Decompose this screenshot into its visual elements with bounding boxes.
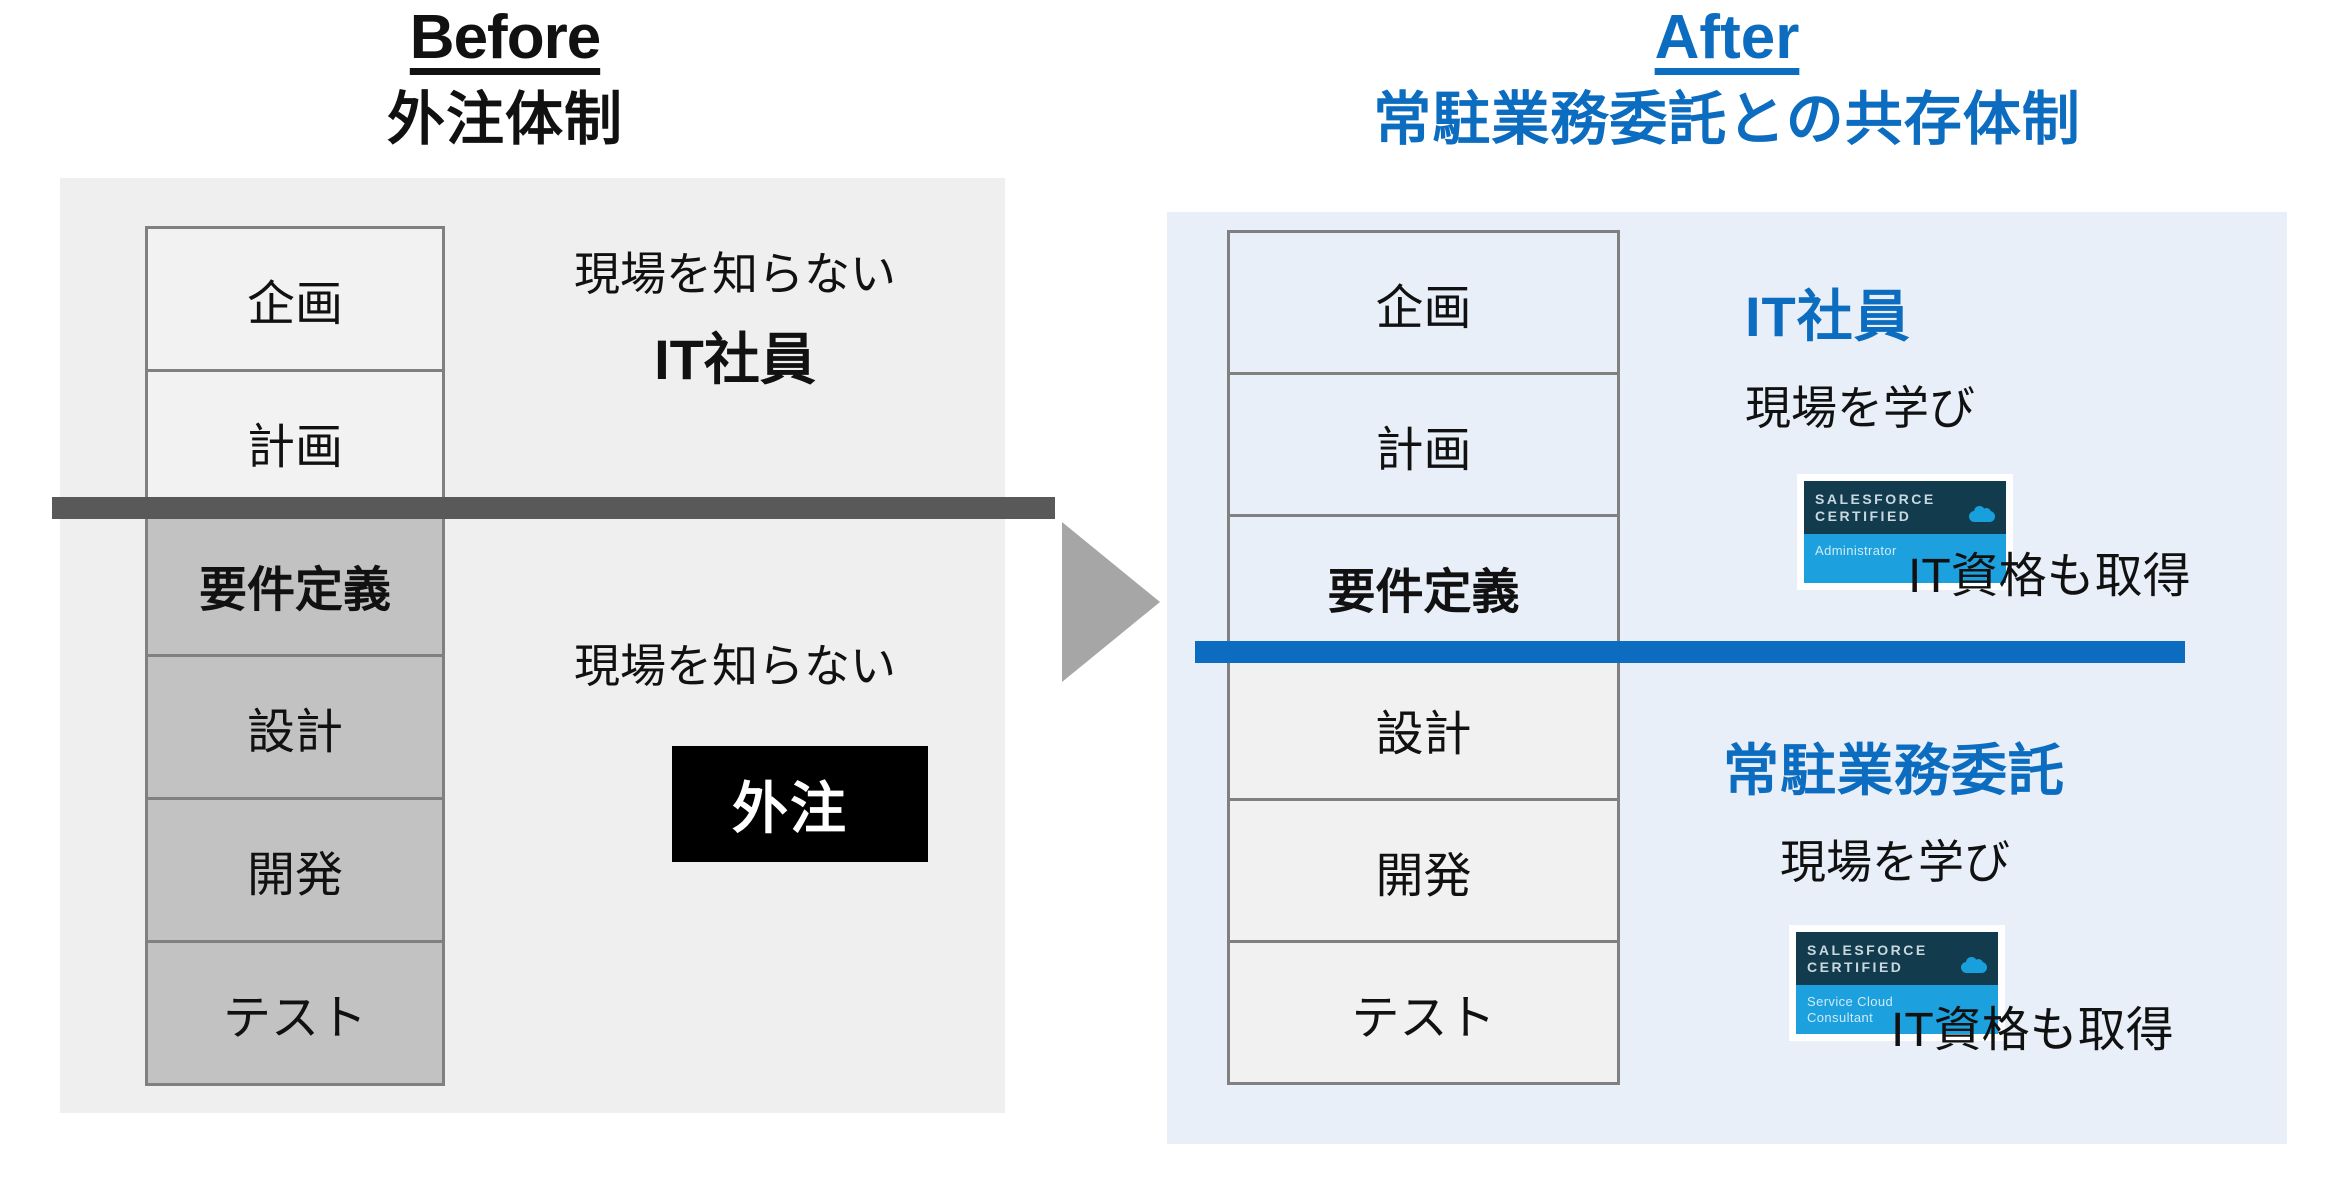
before-title: Before [409,3,601,72]
salesforce-certified-badge: SALESFORCE CERTIFIED Administrator [1797,474,2013,590]
after-phase-label: 要件定義 [1327,565,1520,619]
after-phase-label: 計画 [1375,423,1472,477]
before-phase-box[interactable]: テスト [145,940,445,1086]
before-phase-label: 設計 [246,706,343,760]
badge-brand-line-1: SALESFORCE [1807,942,1928,958]
before-top-role-label: IT社員 [654,328,816,391]
before-phase-label: 開発 [246,849,343,903]
badge-body: Administrator [1804,534,2006,583]
badge-detail-line-2: Consultant [1807,1010,1874,1026]
after-phase-label: 企画 [1375,281,1472,335]
before-phase-list: 企画 計画 要件定義 設計 開発 テスト [145,226,445,1086]
before-phase-label: 企画 [246,277,343,331]
before-phase-label: 計画 [246,420,343,474]
salesforce-certified-badge: SALESFORCE CERTIFIED Service Cloud Consu… [1789,925,2005,1041]
before-phase-box[interactable]: 開発 [145,797,445,944]
badge-header: SALESFORCE CERTIFIED [1804,481,2006,535]
before-phase-box[interactable]: 設計 [145,654,445,801]
after-bottom-cert-caption: IT資格も取得 [1891,1004,2174,1057]
after-subtitle: 常駐業務委託との共存体制 [1373,87,2081,152]
after-bottom-role-heading: 常駐業務委託 [1723,739,2065,802]
badge-body: Service Cloud Consultant [1796,985,1998,1034]
after-divider-line [1195,641,2185,663]
right-triangle-arrow-icon [1062,522,1160,682]
after-phase-label: 開発 [1375,849,1472,903]
badge-brand-line-1: SALESFORCE [1815,491,1936,507]
before-top-note: 現場を知らない [574,248,896,300]
before-phase-box[interactable]: 計画 [145,368,445,515]
after-phase-box[interactable]: 要件定義 [1227,514,1620,659]
after-phase-box[interactable]: 企画 [1227,230,1620,375]
before-phase-label: 要件定義 [198,563,391,617]
after-top-cert-caption: IT資格も取得 [1908,550,2191,603]
badge-header: SALESFORCE CERTIFIED [1796,932,1998,986]
after-phase-box[interactable]: 設計 [1227,656,1620,801]
after-top-role-heading: IT社員 [1745,285,1911,348]
before-phase-box[interactable]: 企画 [145,226,445,372]
badge-brand-line-2: CERTIFIED [1807,958,1904,975]
after-phase-label: 設計 [1375,707,1472,761]
cloud-icon [1961,957,1987,974]
after-bottom-role-sub: 現場を学び [1780,836,2010,888]
after-phase-box[interactable]: 開発 [1227,798,1620,943]
before-phase-label: テスト [222,992,367,1046]
badge-brand-line-2: CERTIFIED [1815,507,1912,524]
before-divider-line [52,497,1055,519]
after-phase-label: テスト [1351,991,1496,1045]
before-phase-box[interactable]: 要件定義 [145,511,445,658]
before-bottom-role-label: 外注 [732,776,848,840]
cloud-icon [1969,506,1995,523]
before-bottom-note: 現場を知らない [574,640,896,692]
badge-detail-line-1: Service Cloud [1807,994,1894,1010]
before-subtitle: 外注体制 [386,87,623,152]
badge-inner: SALESFORCE CERTIFIED Administrator [1804,481,2006,583]
badge-inner: SALESFORCE CERTIFIED Service Cloud Consu… [1796,932,1998,1034]
after-title: After [1654,3,1800,72]
before-bottom-role-badge: 外注 [672,746,928,862]
badge-detail-line-1: Administrator [1815,543,1897,559]
after-phase-list: 企画 計画 要件定義 設計 開発 テスト [1227,230,1620,1085]
after-phase-box[interactable]: 計画 [1227,372,1620,517]
after-phase-box[interactable]: テスト [1227,940,1620,1085]
after-top-role-sub: 現場を学び [1745,382,1975,434]
